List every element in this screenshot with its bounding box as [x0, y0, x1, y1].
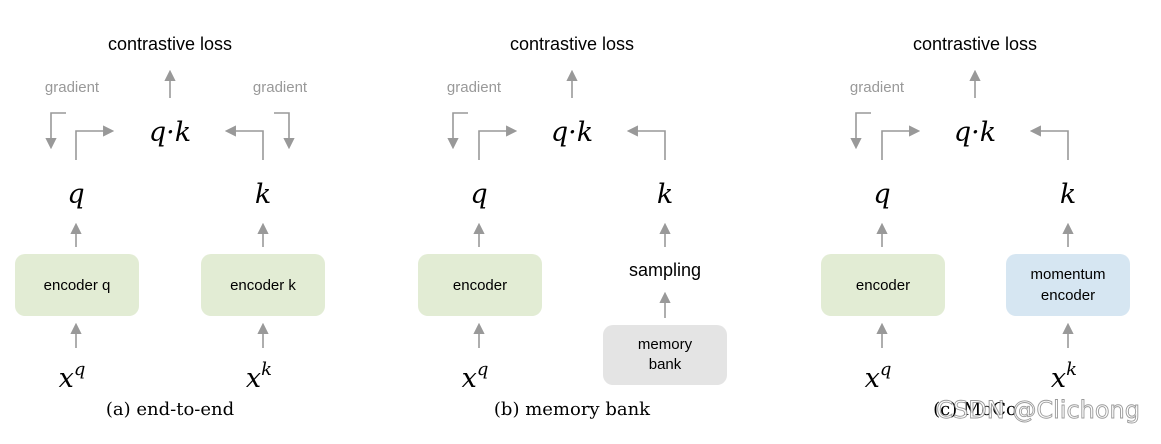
- similarity-product-label: q·k: [149, 117, 191, 148]
- left-gradient-label: gradient: [447, 79, 502, 96]
- momentum-encoder-label-line2: encoder: [1041, 287, 1095, 304]
- left-gradient-arrow: [45, 112, 66, 150]
- encoder-q-box: [15, 254, 139, 316]
- query-q-label: q: [67, 179, 84, 210]
- input-xq: xq: [462, 359, 489, 394]
- query-q-label: q: [470, 179, 487, 210]
- right-gradient-arrow: [274, 112, 295, 150]
- contrastive-loss-label: contrastive loss: [510, 34, 634, 54]
- memory-bank-box: [603, 325, 727, 385]
- contrastive-loss-label: contrastive loss: [108, 34, 232, 54]
- panel-memory-bank: contrastive loss q·k gradient q k encode…: [418, 34, 727, 420]
- k-to-product-arrow: [626, 125, 666, 160]
- key-k-label: k: [255, 179, 271, 210]
- right-gradient-label: gradient: [253, 79, 308, 96]
- caption-memory-bank: (b) memory bank: [494, 399, 651, 420]
- input-xk: xk: [1051, 359, 1077, 394]
- encoder-k-box: [201, 254, 325, 316]
- input-xq: xq: [865, 359, 892, 394]
- left-gradient-label: gradient: [850, 79, 905, 96]
- left-gradient-label: gradient: [45, 79, 100, 96]
- encoder-k-label: encoder k: [230, 277, 296, 294]
- contrastive-loss-label: contrastive loss: [913, 34, 1037, 54]
- encoder-label: encoder: [453, 277, 507, 294]
- caption-moco: (c) MoCo: [933, 399, 1017, 420]
- memory-bank-label-line2: bank: [649, 356, 682, 373]
- panel-moco: contrastive loss q·k gradient q k encode…: [821, 34, 1130, 420]
- csdn-watermark: CSDN @Clichong: [936, 396, 1140, 424]
- similarity-product-label: q·k: [954, 117, 996, 148]
- query-q-label: q: [873, 179, 890, 210]
- encoder-q-label: encoder q: [44, 277, 111, 294]
- q-to-product-arrow: [881, 125, 921, 160]
- caption-end-to-end: (a) end-to-end: [106, 399, 234, 420]
- memory-bank-label-line1: memory: [638, 336, 693, 353]
- k-to-product-arrow: [1029, 125, 1069, 160]
- q-to-product-arrow: [75, 125, 115, 160]
- momentum-encoder-box: [1006, 254, 1130, 316]
- panel-end-to-end: contrastive loss q·k gradient gradient q…: [15, 34, 325, 420]
- key-k-label: k: [657, 179, 673, 210]
- encoder-box: [821, 254, 945, 316]
- k-to-product-arrow: [224, 125, 264, 160]
- momentum-encoder-label-line1: momentum: [1030, 266, 1105, 283]
- input-xq: xq: [59, 359, 86, 394]
- encoder-box: [418, 254, 542, 316]
- sampling-label: sampling: [629, 260, 701, 280]
- input-xk: xk: [246, 359, 272, 394]
- left-gradient-arrow: [850, 112, 871, 150]
- q-to-product-arrow: [478, 125, 518, 160]
- key-k-label: k: [1060, 179, 1076, 210]
- encoder-label: encoder: [856, 277, 910, 294]
- similarity-product-label: q·k: [551, 117, 593, 148]
- left-gradient-arrow: [447, 112, 468, 150]
